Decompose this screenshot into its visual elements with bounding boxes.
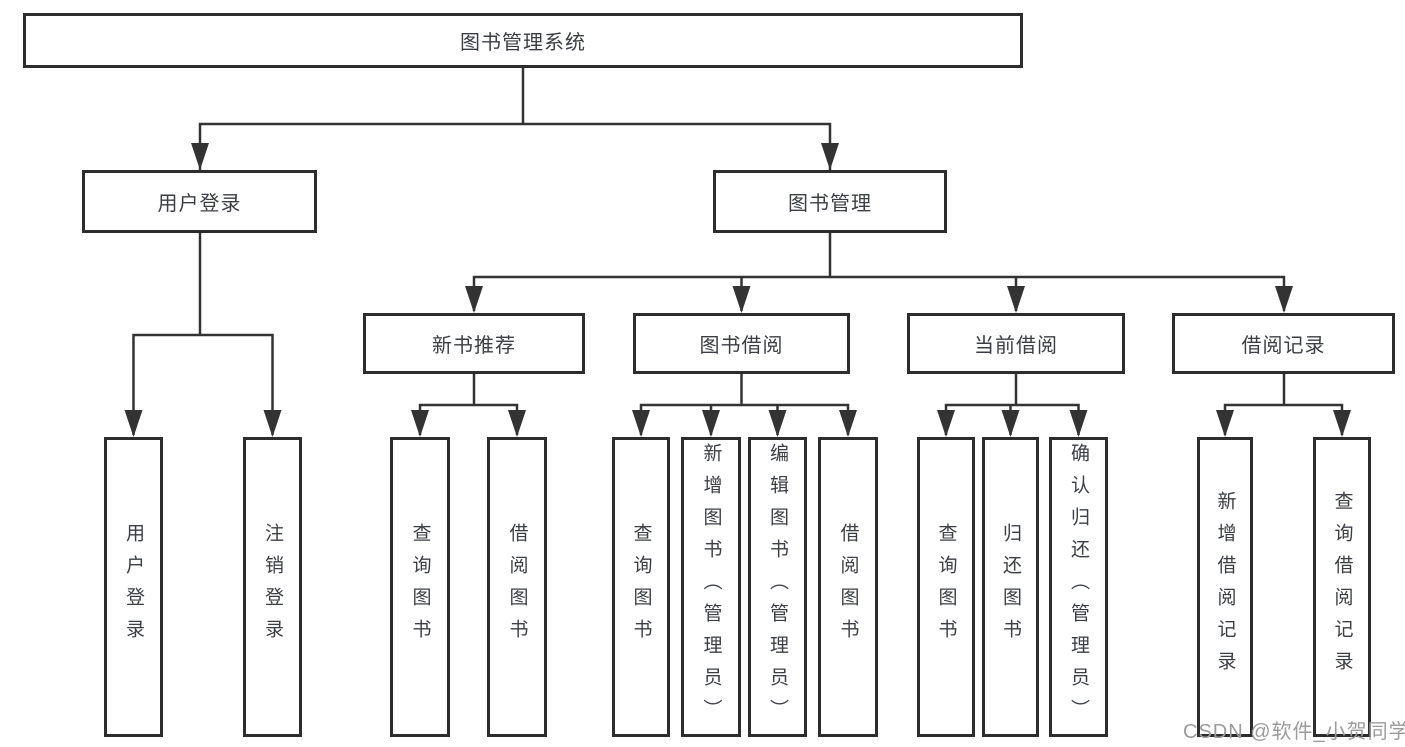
node-new-book-recommend-label: 新书推荐 — [432, 335, 516, 357]
node-leaf-add-book-admin-label: 新增图书（管理员） — [700, 443, 722, 731]
node-leaf-confirm-return-admin: 确认归还（管理员） — [1049, 437, 1108, 737]
node-leaf-query-borrow-record: 查询借阅记录 — [1313, 437, 1371, 737]
node-leaf-query-books-3-label: 查询图书 — [935, 523, 957, 651]
node-leaf-add-borrow-record: 新增借阅记录 — [1197, 437, 1253, 737]
node-leaf-logout: 注销登录 — [243, 437, 302, 737]
node-leaf-borrow-books-1-label: 借阅图书 — [506, 523, 528, 651]
node-book-borrow-label: 图书借阅 — [699, 335, 784, 357]
node-user-login-label: 用户登录 — [157, 193, 242, 215]
node-borrow-records-label: 借阅记录 — [1241, 335, 1326, 357]
node-leaf-query-borrow-record-label: 查询借阅记录 — [1331, 491, 1353, 683]
node-current-borrow: 当前借阅 — [907, 313, 1125, 374]
node-borrow-records: 借阅记录 — [1172, 313, 1395, 374]
node-leaf-borrow-books-1: 借阅图书 — [487, 437, 547, 737]
node-root-label: 图书管理系统 — [460, 32, 586, 54]
node-leaf-return-books: 归还图书 — [982, 437, 1039, 737]
node-book-borrow: 图书借阅 — [633, 313, 850, 374]
node-leaf-return-books-label: 归还图书 — [1000, 523, 1021, 651]
node-leaf-confirm-return-admin-label: 确认归还（管理员） — [1068, 443, 1089, 731]
node-leaf-edit-book-admin-label: 编辑图书（管理员） — [767, 443, 788, 731]
node-new-book-recommend: 新书推荐 — [363, 313, 585, 374]
node-user-login: 用户登录 — [82, 170, 317, 233]
node-leaf-logout-label: 注销登录 — [262, 523, 283, 651]
node-leaf-query-books-1: 查询图书 — [390, 437, 450, 737]
node-leaf-borrow-books-2-label: 借阅图书 — [837, 523, 859, 651]
node-current-borrow-label: 当前借阅 — [974, 335, 1058, 357]
node-leaf-borrow-books-2: 借阅图书 — [818, 437, 878, 737]
node-leaf-query-books-1-label: 查询图书 — [409, 523, 431, 651]
node-leaf-query-books-3: 查询图书 — [917, 437, 975, 737]
node-leaf-user-login-label: 用户登录 — [123, 523, 144, 651]
node-root: 图书管理系统 — [23, 13, 1023, 68]
node-book-management: 图书管理 — [713, 170, 947, 233]
node-leaf-query-books-2-label: 查询图书 — [630, 523, 652, 651]
watermark: CSDN @软件_小贺同学 — [1183, 721, 1405, 743]
node-leaf-query-books-2: 查询图书 — [612, 437, 670, 737]
node-leaf-user-login: 用户登录 — [104, 437, 163, 737]
node-book-management-label: 图书管理 — [788, 193, 872, 215]
node-leaf-edit-book-admin: 编辑图书（管理员） — [748, 437, 807, 737]
node-leaf-add-borrow-record-label: 新增借阅记录 — [1214, 491, 1236, 683]
node-leaf-add-book-admin: 新增图书（管理员） — [681, 437, 741, 737]
